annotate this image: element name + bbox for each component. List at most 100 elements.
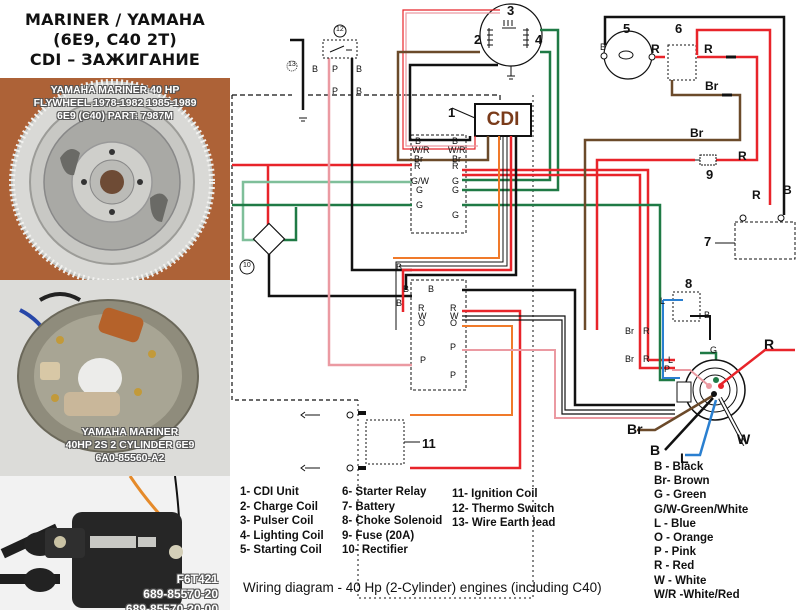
wire-black-choke — [690, 315, 711, 340]
conn-label-b-left: B — [415, 136, 422, 146]
part-item: 4- Lighting Coil — [240, 529, 324, 542]
conn-label-p-lower-right-1: P — [450, 342, 457, 352]
earth-lead-wire — [290, 38, 305, 110]
stator-caption: YAMAHA MARINER 40HP 2S 2 CYLINDER 6E9 6A… — [30, 426, 230, 465]
cdi-unit-label: CDI — [486, 109, 520, 130]
starter-relay-box — [667, 44, 697, 81]
engine-boundary-top — [232, 94, 501, 140]
part-item: 11- Ignition Coil — [452, 488, 538, 500]
conn-label-r-lower-left: R — [418, 303, 425, 313]
stator-photo: YAMAHA MARINER 40HP 2S 2 CYLINDER 6E9 6A… — [0, 280, 230, 476]
component-number-1: 1 — [448, 105, 456, 120]
wire-label-br-connector-bottom: Br — [625, 354, 634, 364]
wire-green-lighting-2 — [462, 50, 552, 182]
conn-label-b-lower-left: B — [403, 284, 410, 294]
wire-white-cdi-2 — [399, 136, 508, 267]
wire-label-b-switch: B — [650, 442, 661, 458]
title-line-1: MARINER / YAMAHA — [25, 10, 205, 29]
wire-label-r-connector-bottom: R — [643, 354, 650, 364]
wire-label-r-fuse: R — [738, 149, 747, 163]
wire-label-l-choke: L — [660, 296, 666, 306]
part-item: 12- Thermo Switch — [452, 502, 555, 515]
title-line-2: (6E9, C40 2T) — [53, 30, 177, 49]
color-legend: B - Black Br- Brown G - Green G/W-Green/… — [654, 460, 748, 602]
wire-label-r-motor: R — [651, 42, 660, 56]
wire-wr-inner — [405, 12, 500, 147]
component-number-3: 3 — [507, 3, 515, 18]
part-item: 3- Pulser Coil — [240, 515, 314, 527]
wire-pink-lower — [462, 349, 675, 419]
starting-motor-center — [618, 50, 634, 60]
connector-block-lower — [410, 279, 467, 391]
color-legend-item: R - Red — [654, 560, 695, 573]
wire-pink-thermo — [327, 58, 412, 367]
flywheel-caption-line-1: YAMAHA MARINER 40 HP — [50, 84, 180, 96]
wire-label-p-thermo-1: P — [332, 64, 339, 74]
starting-motor-symbol — [603, 30, 653, 80]
wire-black-thermo — [350, 58, 412, 272]
component-number-7: 7 — [704, 234, 712, 249]
wire-pink-switch — [672, 369, 709, 386]
flywheel-caption-line-3: 6E9 (C40) PART: 7987M — [57, 110, 173, 122]
spark-plug-leads — [305, 414, 320, 469]
ignition-coil-photo: F6T421 689-85570-20 689-85570-20-00 — [0, 476, 230, 610]
thermo-switch-contact — [329, 45, 352, 53]
conn-label-w-lower-left: W — [418, 311, 427, 321]
wire-red-main-2 — [462, 173, 675, 370]
wiring-diagram: CDI 1 2 3 4 5 6 7 8 9 10 11 12 13 R R Br… — [230, 0, 800, 610]
conn-label-g-right-3: G — [452, 210, 460, 220]
wire-brown-relay — [583, 80, 742, 330]
conn-label-b-lower-2: B — [396, 298, 403, 308]
wire-red-main-1 — [462, 168, 675, 362]
plug-2-terminal — [346, 464, 354, 472]
conn-label-r-left: R — [414, 161, 421, 171]
color-legend-item: B - Black — [654, 461, 704, 473]
wire-green-rectifier — [282, 207, 298, 242]
wire-white-lower-2 — [462, 319, 675, 415]
pulser-coil-symbol — [502, 20, 516, 29]
wire-label-r-relay: R — [704, 42, 713, 56]
color-legend-item: W - White — [654, 574, 707, 587]
part-item: 1- CDI Unit — [240, 486, 299, 498]
earth-number-circle — [286, 60, 298, 72]
conn-label-o-lower-right: O — [450, 318, 458, 328]
component-number-5: 5 — [623, 21, 631, 36]
component-number-11: 11 — [422, 436, 436, 451]
wire-label-b-earth: B — [312, 64, 319, 74]
title-block: MARINER / YAMAHA (6E9, C40 2T) CDI – ЗАЖ… — [0, 0, 230, 78]
conn-label-r-lower-right: R — [450, 303, 457, 313]
part-item: 9- Fuse (20A) — [342, 529, 415, 542]
main-switch-connector — [676, 381, 692, 403]
wire-orange-cdi — [393, 136, 500, 259]
component-number-4: 4 — [535, 32, 543, 47]
flywheel-image — [0, 78, 230, 280]
parts-legend-col-2: 6- Starter Relay 7- Battery 8- Choke Sol… — [342, 485, 442, 558]
color-legend-item: G/W-Green/White — [654, 503, 749, 516]
stator-caption-line-1: YAMAHA MARINER — [81, 426, 179, 438]
wire-blue-choke — [662, 299, 683, 379]
wire-label-br-connector-top: Br — [625, 326, 634, 336]
battery-negative-terminal — [777, 214, 785, 222]
wire-red-relay-fuse — [697, 55, 759, 162]
switch-dot-green — [713, 377, 719, 383]
cdi-box — [474, 103, 532, 137]
wire-label-b-battery: B — [783, 183, 792, 197]
wire-label-b-thermo-2: B — [356, 86, 363, 96]
starting-motor-terminal-b — [600, 52, 608, 60]
wire-label-br-switch: Br — [627, 421, 643, 437]
battery-positive-terminal — [739, 214, 747, 222]
part-item: 13- Wire Earth lead — [452, 517, 556, 529]
conn-label-o-lower-left: O — [418, 318, 426, 328]
part-item: 7- Battery — [342, 500, 396, 513]
stator-caption-line-2: 40HP 2S 2 CYLINDER 6E9 — [65, 439, 195, 451]
coil-caption-line-3: 689-85570-20-00 — [125, 602, 218, 610]
part-item: 6- Starter Relay — [342, 486, 427, 498]
conn-label-g-left-2: G — [416, 200, 424, 210]
coil-caption-line-2: 689-85570-20 — [143, 587, 218, 601]
ignition-coil-caption: F6T421 689-85570-20 689-85570-20-00 — [100, 572, 230, 610]
stator-ground-symbol — [507, 66, 515, 80]
parts-legend-col-1: 1- CDI Unit 2- Charge Coil 3- Pulser Coi… — [240, 485, 324, 558]
wire-label-b-thermo-1: B — [356, 64, 363, 74]
wire-label-p-switch: P — [664, 364, 671, 374]
wire-label-br-main: Br — [690, 126, 704, 140]
